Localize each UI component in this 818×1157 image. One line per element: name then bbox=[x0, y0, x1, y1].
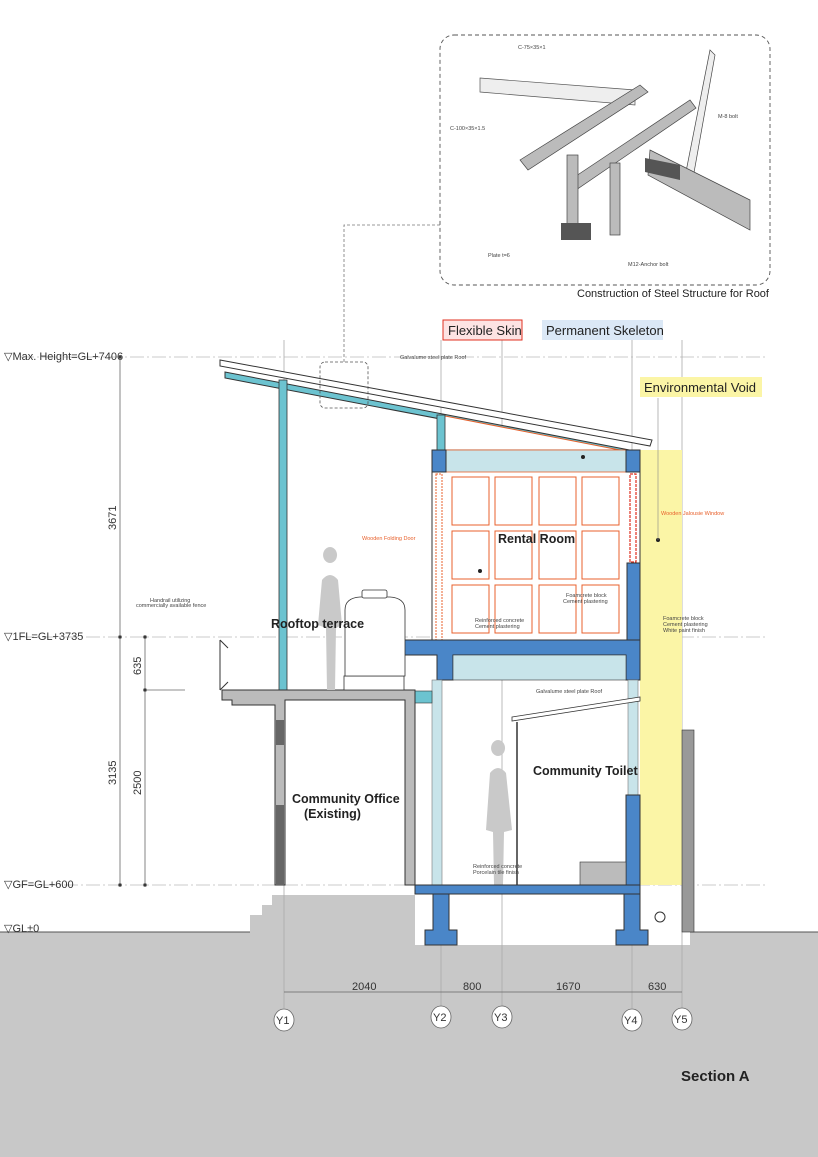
steel-structure-inset bbox=[439, 34, 771, 286]
note-handrail-1: Handrail utilizing bbox=[150, 598, 190, 604]
dim-635: 635 bbox=[132, 657, 144, 675]
axis-y2: Y2 bbox=[433, 1012, 446, 1024]
inset-label-anchor: M12-Anchor bolt bbox=[628, 262, 669, 268]
label-permanent-skeleton: Permanent Skeleton bbox=[546, 323, 664, 338]
level-gf: ▽GF=GL+600 bbox=[4, 879, 74, 891]
note-foam-outer-2: Cement plastering bbox=[663, 622, 708, 628]
note-foam-inner-2: Cement plastering bbox=[563, 599, 608, 605]
inset-label-c100: C-100×35×1.5 bbox=[450, 126, 485, 132]
label-environmental-void: Environmental Void bbox=[644, 380, 756, 395]
room-rooftop-terrace: Rooftop terrace bbox=[271, 617, 364, 631]
window-grid bbox=[451, 476, 620, 634]
inset-label-m8: M-8 bolt bbox=[718, 114, 738, 120]
note-rc-lower-1: Reinforced concrete bbox=[473, 864, 522, 870]
ground bbox=[0, 895, 818, 1157]
room-community-office-sub: (Existing) bbox=[304, 807, 361, 821]
person-silhouette-terrace bbox=[318, 547, 342, 690]
note-foam-inner-1: Foamcrete block bbox=[566, 593, 607, 599]
environmental-void-area bbox=[640, 450, 682, 885]
level-max-height: ▽Max. Height=GL+7406 bbox=[4, 351, 123, 363]
axis-y5: Y5 bbox=[674, 1014, 687, 1026]
note-jalousie: Wooden Jalousie Window bbox=[661, 511, 724, 517]
note-folding-door: Wooden Folding Door bbox=[362, 536, 416, 542]
inset-caption: Construction of Steel Structure for Roof bbox=[577, 288, 770, 300]
vertical-dimensions bbox=[118, 355, 185, 887]
note-roof-main: Galvalume steel plate Roof bbox=[400, 355, 467, 361]
rental-room-volume bbox=[431, 449, 641, 641]
dim-2500: 2500 bbox=[132, 771, 144, 795]
note-foam-outer-3: White paint finish bbox=[663, 628, 705, 634]
room-rental: Rental Room bbox=[498, 532, 575, 546]
note-foam-outer-1: Foamcrete block bbox=[663, 616, 704, 622]
note-rc-upper-1: Reinforced concrete bbox=[475, 618, 524, 624]
detail-callout-box bbox=[319, 361, 369, 409]
level-1fl: ▽1FL=GL+3735 bbox=[4, 631, 83, 643]
terrace-column bbox=[278, 379, 288, 693]
level-gl: ▽GL±0 bbox=[4, 923, 39, 935]
note-roof-toilet: Galvalume steel plate Roof bbox=[536, 689, 603, 695]
dim-630: 630 bbox=[648, 981, 666, 993]
ground-floor-foundation bbox=[414, 884, 649, 946]
community-toilet-structure bbox=[511, 696, 641, 886]
community-office-structure bbox=[219, 589, 416, 886]
note-handrail-2: commercially available fence bbox=[136, 603, 206, 609]
axis-y1: Y1 bbox=[276, 1015, 289, 1027]
note-rc-upper-2: Cement plastering bbox=[475, 624, 520, 630]
dim-3671: 3671 bbox=[107, 506, 119, 530]
inset-label-plate: Plate t=6 bbox=[488, 253, 510, 259]
room-community-office: Community Office bbox=[292, 792, 400, 806]
drawing-title: Section A bbox=[681, 1068, 750, 1085]
grid-axis-markers bbox=[273, 1005, 693, 1032]
dim-3135: 3135 bbox=[107, 761, 119, 785]
axis-y3: Y3 bbox=[494, 1012, 507, 1024]
note-rc-lower-2: Porcelain tile finish bbox=[473, 870, 519, 876]
inset-label-c75: C-75×35×1 bbox=[518, 45, 546, 51]
room-community-toilet: Community Toilet bbox=[533, 764, 638, 778]
dim-1670: 1670 bbox=[556, 981, 580, 993]
axis-y4: Y4 bbox=[624, 1015, 637, 1027]
dim-800: 800 bbox=[463, 981, 481, 993]
dim-2040: 2040 bbox=[352, 981, 376, 993]
person-silhouette-toilet bbox=[486, 740, 512, 885]
label-flexible-skin: Flexible Skin bbox=[448, 323, 522, 338]
